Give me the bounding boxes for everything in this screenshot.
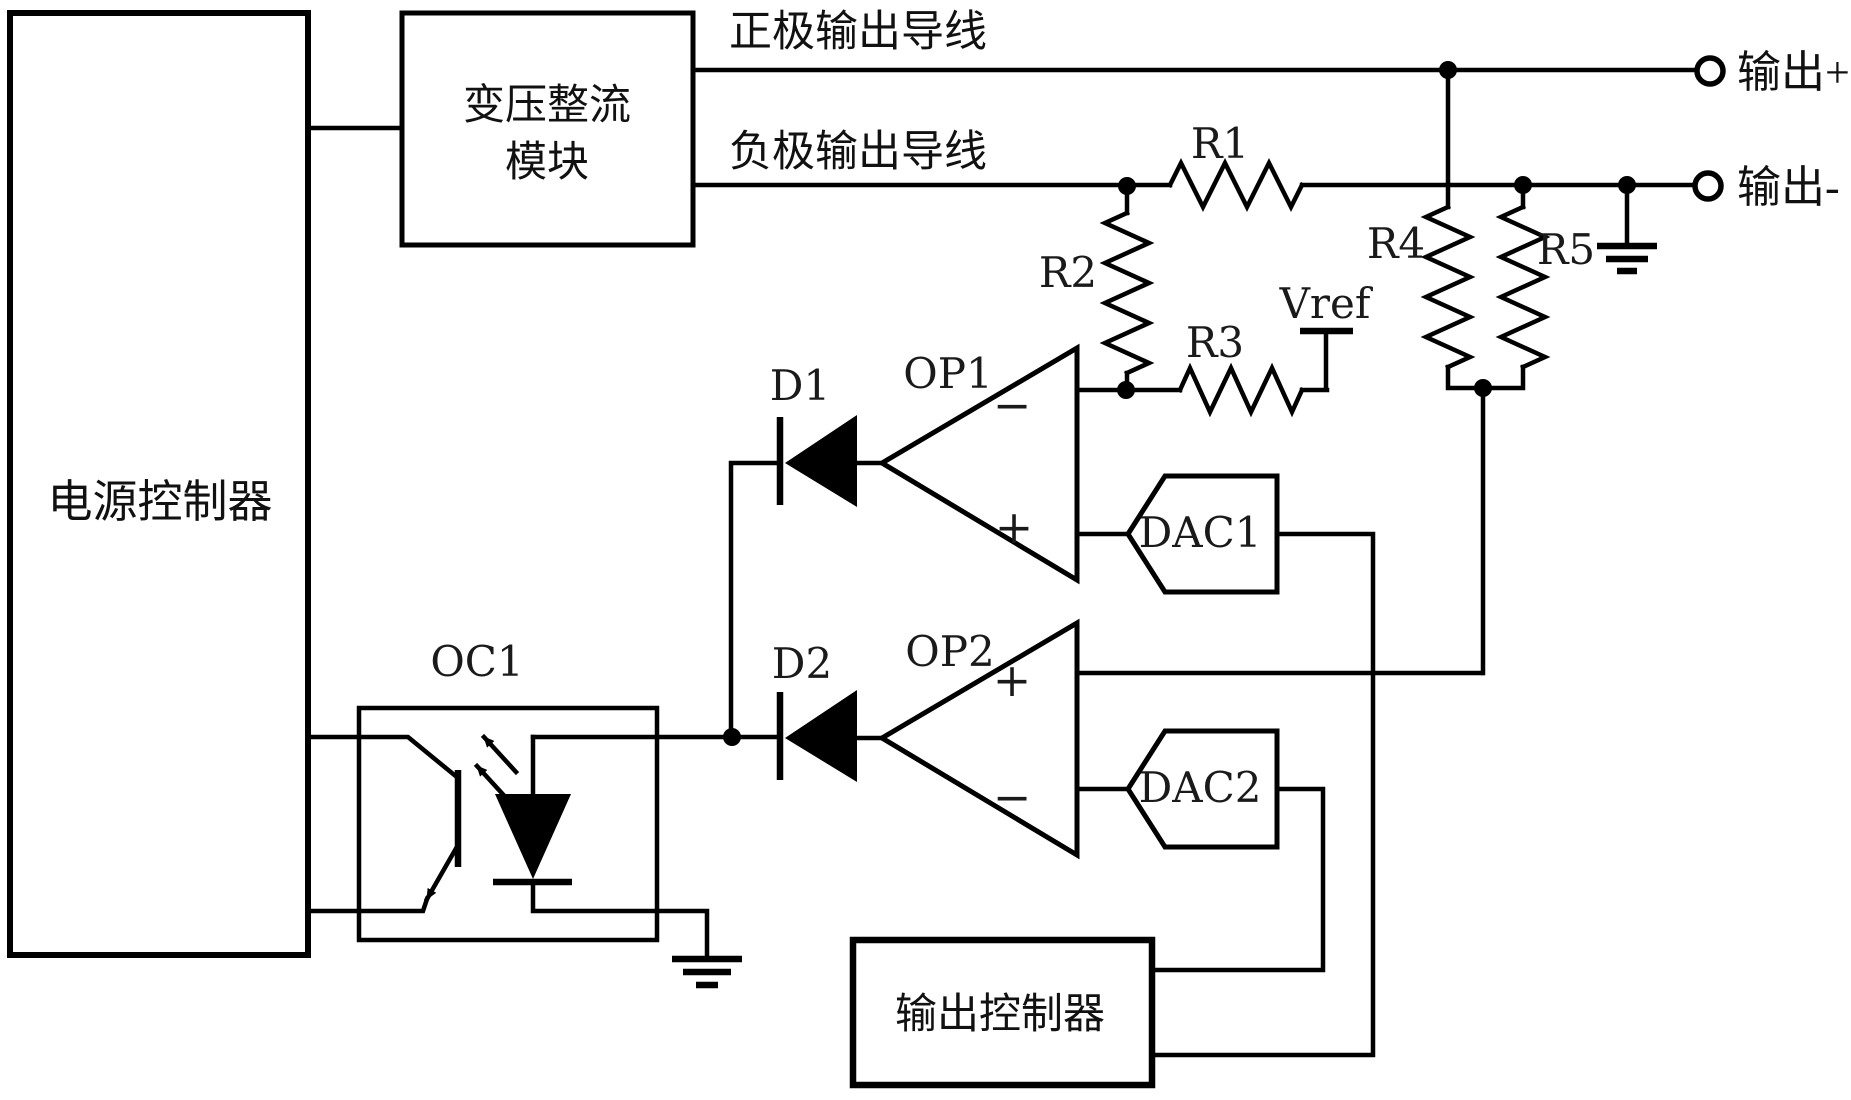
r1-label: R1 [1191, 119, 1249, 168]
optocoupler-box [356, 705, 660, 943]
oc1-collector-wire [305, 734, 462, 782]
junction-r4-r5-bottom [1474, 379, 1492, 397]
wire-r3-to-vref [1299, 328, 1330, 393]
d2-label: D2 [772, 639, 832, 688]
oc1-light-arrow-1 [480, 733, 520, 776]
output-plus-label: 输出+ [1737, 48, 1850, 97]
oc1-led-cathode-wire [530, 879, 710, 960]
junction-op1-minus [1117, 381, 1135, 399]
wire-r5-bottom-lead [1480, 364, 1526, 391]
negative-wire-label: 负极输出导线 [729, 129, 987, 176]
output-controller-label: 输出控制器 [895, 992, 1105, 1038]
op1-minus-sign: − [993, 378, 1032, 432]
r5-label: R5 [1537, 225, 1595, 274]
resistor-r3 [1177, 362, 1305, 418]
dac2-label: DAC2 [1139, 763, 1262, 812]
positive-wire-label: 正极输出导线 [729, 9, 987, 56]
power-controller-box [7, 10, 311, 958]
opamp-op1 [877, 343, 1080, 585]
output-minus-label: 输出- [1737, 163, 1840, 212]
wire-r4-bottom-lead [1445, 364, 1486, 391]
resistor-r1 [1166, 157, 1306, 213]
resistor-r5 [1495, 204, 1551, 370]
terminal-output-minus [1692, 170, 1724, 202]
dac2-block [1125, 728, 1280, 850]
transformer-rectifier-box [399, 10, 696, 248]
op2-plus-sign: + [993, 653, 1032, 707]
oc1-emitter-wire [423, 841, 462, 903]
r3-label: R3 [1186, 318, 1244, 367]
dac1-block [1125, 473, 1280, 595]
oc1-led-triangle [495, 794, 571, 879]
transformer-label-line1: 变压整流 [463, 82, 631, 129]
resistor-r2 [1099, 210, 1155, 376]
r4-label: R4 [1367, 219, 1425, 268]
diode-d1 [785, 415, 857, 507]
wire-dac1-loop [1149, 531, 1376, 1058]
oc1-emitter-return-wire [305, 896, 430, 914]
diode-d2 [785, 690, 857, 782]
output-controller-box [849, 936, 1156, 1089]
junction-diodes-led [723, 728, 741, 746]
junction-r2-top [1118, 177, 1136, 195]
wire-d1-branch [728, 460, 783, 740]
oc1-label: OC1 [430, 637, 523, 686]
opamp-op2 [877, 618, 1080, 860]
d1-label: D1 [770, 361, 830, 410]
junction-r5-top [1514, 176, 1532, 194]
op2-label: OP2 [905, 627, 994, 676]
resistor-r4 [1420, 204, 1476, 370]
transformer-label-line2: 模块 [505, 140, 589, 186]
r2-label: R2 [1039, 248, 1097, 297]
power-controller-label: 电源控制器 [47, 477, 272, 527]
junction-ground [1618, 176, 1636, 194]
op2-minus-sign: − [993, 770, 1032, 824]
op1-label: OP1 [903, 349, 992, 398]
terminal-output-plus [1694, 55, 1726, 87]
dac1-label: DAC1 [1139, 508, 1262, 557]
junction-positive-rail [1439, 61, 1457, 79]
wire-dac2-loop [1149, 786, 1326, 973]
vref-label: Vref [1279, 279, 1374, 328]
op1-plus-sign: + [995, 500, 1034, 554]
